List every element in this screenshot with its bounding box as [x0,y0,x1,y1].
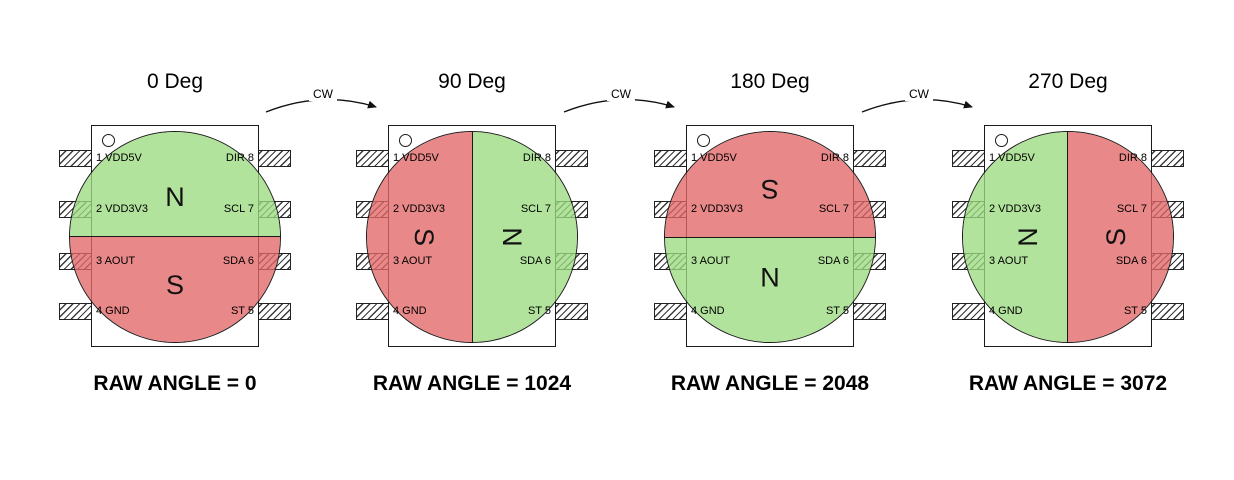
pin-label-gnd: 4 GND [393,305,427,317]
pin-label-gnd: 4 GND [691,305,725,317]
magnet: N S [69,131,281,343]
north-pole-label: N [165,182,185,212]
pin-label-vdd3v3: 2 VDD3V3 [393,203,445,215]
pin-label-vdd5v: 1 VDD5V [393,152,439,164]
cw-label: CW [607,87,635,101]
magnet-north-half [70,132,280,237]
raw-angle-value: RAW ANGLE = 1024 [372,372,572,395]
pin-label-dir: DIR 8 [820,152,849,164]
pin-label-gnd: 4 GND [989,305,1023,317]
magnet-position-module-180deg: 180 Deg N S 1 VDD5V 2 VDD3V3 3 AOUT 4 GN… [620,60,920,430]
raw-angle-value: RAW ANGLE = 2048 [670,372,870,395]
pin-label-aout: 3 AOUT [393,255,433,267]
pin-label-dir: DIR 8 [1118,152,1147,164]
pin-label-gnd: 4 GND [96,305,130,317]
pin-label-vdd3v3: 2 VDD3V3 [691,203,743,215]
pin-label-st: ST 5 [1123,305,1147,317]
pin-label-scl: SCL 7 [1116,203,1147,215]
cw-rotation-arrow: CW [854,86,984,130]
cw-rotation-arrow: CW [258,86,388,130]
raw-angle-value: RAW ANGLE = 0 [93,372,257,395]
pin-label-scl: SCL 7 [223,203,254,215]
angle-title: 270 Deg [1028,70,1108,93]
pin-label-vdd3v3: 2 VDD3V3 [96,203,148,215]
south-pole-label: S [761,174,780,204]
pin-label-sda: SDA 6 [519,255,551,267]
magnet-position-module-0deg: 0 Deg N S 1 VDD5V 2 VDD3V3 3 AOUT 4 GND … [25,60,325,430]
pin-label-aout: 3 AOUT [989,255,1029,267]
magnet-position-module-90deg: 90 Deg N S 1 VDD5V 2 VDD3V3 3 AOUT 4 GND… [322,60,622,430]
pin-label-aout: 3 AOUT [691,255,731,267]
pin-label-st: ST 5 [230,305,254,317]
pin-label-sda: SDA 6 [1115,255,1147,267]
angle-title: 180 Deg [730,70,810,93]
pin-label-vdd5v: 1 VDD5V [96,152,142,164]
pin-label-vdd3v3: 2 VDD3V3 [989,203,1041,215]
pin-label-vdd5v: 1 VDD5V [691,152,737,164]
pin-label-scl: SCL 7 [520,203,551,215]
pin-label-st: ST 5 [527,305,551,317]
pin-label-scl: SCL 7 [818,203,849,215]
cw-rotation-arrow: CW [556,86,686,130]
south-pole-label: S [165,270,184,300]
pin-label-sda: SDA 6 [817,255,849,267]
pin-label-aout: 3 AOUT [96,255,136,267]
angle-title: 0 Deg [146,70,204,93]
pin-label-st: ST 5 [825,305,849,317]
cw-label: CW [309,87,337,101]
magnet-south-half [70,237,280,342]
angle-title: 90 Deg [438,70,506,93]
pin-label-dir: DIR 8 [225,152,254,164]
pin-label-dir: DIR 8 [522,152,551,164]
magnet-position-module-270deg: 270 Deg N S 1 VDD5V 2 VDD3V3 3 AOUT 4 GN… [918,60,1218,430]
pin-label-vdd5v: 1 VDD5V [989,152,1035,164]
pin-label-sda: SDA 6 [222,255,254,267]
cw-label: CW [905,87,933,101]
raw-angle-value: RAW ANGLE = 3072 [968,372,1168,395]
